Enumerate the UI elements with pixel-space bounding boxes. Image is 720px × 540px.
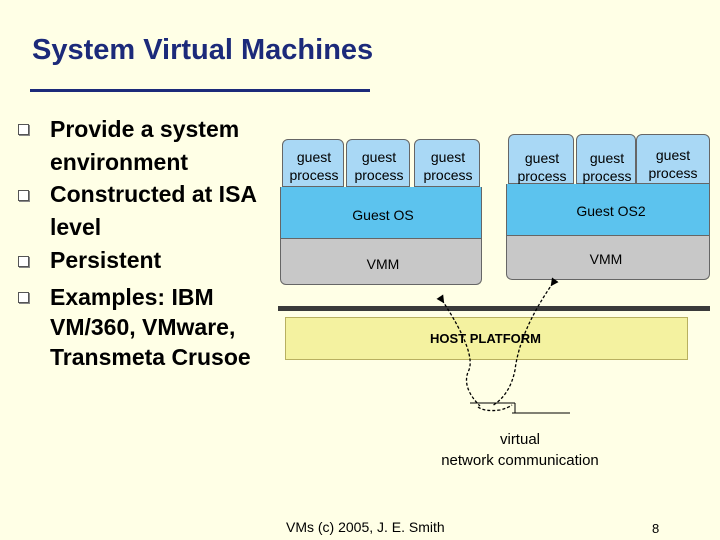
guest-process-box bbox=[346, 139, 410, 187]
host-platform-box bbox=[285, 317, 688, 360]
bullet-line: Constructed at ISA bbox=[50, 181, 258, 207]
bullet-line: Provide a system bbox=[50, 116, 240, 142]
network-label: virtual network communication bbox=[420, 429, 620, 471]
footer-text: VMs (c) 2005, J. E. Smith bbox=[286, 519, 445, 535]
bullet-line: Persistent bbox=[50, 247, 162, 273]
arrow-vm2-to-network bbox=[491, 277, 559, 407]
bullet-text: Persistent bbox=[50, 244, 161, 277]
host-platform-label: HOST PLATFORM bbox=[430, 331, 541, 346]
vmm-label: VMM bbox=[366, 256, 400, 272]
guest-process-box bbox=[636, 134, 710, 184]
bullet-line: level bbox=[50, 214, 102, 240]
guest-process-box bbox=[282, 139, 344, 187]
guest-os-layer bbox=[506, 184, 710, 236]
vmm-layer bbox=[280, 239, 482, 285]
vmm-layer bbox=[506, 236, 710, 280]
bullet-line: Examples: IBM bbox=[50, 284, 214, 310]
network-label-line: virtual bbox=[499, 431, 540, 448]
network-label-line: network communication bbox=[441, 452, 599, 469]
network-loop bbox=[477, 404, 513, 412]
host-platform-bar bbox=[278, 306, 710, 311]
page-number: 8 bbox=[652, 521, 660, 536]
title-underline bbox=[30, 89, 370, 92]
guest-os-layer bbox=[280, 187, 482, 239]
bullet-line: Transmeta Crusoe bbox=[50, 344, 251, 370]
arrow-vm1-to-network bbox=[436, 294, 481, 407]
bullet-text: Provide a system environment bbox=[50, 113, 239, 179]
guest-os-label: Guest OS bbox=[352, 207, 414, 223]
guest-os-label: Guest OS2 bbox=[576, 203, 646, 219]
vmm-label: VMM bbox=[589, 251, 623, 267]
page-title: System Virtual Machines bbox=[32, 34, 374, 66]
bullet-square-icon bbox=[18, 292, 29, 303]
bullet-square-icon bbox=[18, 124, 29, 135]
bullet-square-icon bbox=[18, 256, 29, 267]
guest-process-box bbox=[508, 134, 574, 184]
bullet-text: Examples: IBM VM/360, VMware, Transmeta … bbox=[50, 282, 251, 372]
bullet-square-icon bbox=[18, 190, 29, 201]
bullet-line: environment bbox=[50, 149, 189, 175]
bullet-text: Constructed at ISA level bbox=[50, 178, 257, 244]
bullet-line: VM/360, VMware, bbox=[50, 314, 236, 340]
guest-process-box bbox=[414, 139, 480, 187]
guest-process-box bbox=[576, 134, 636, 184]
